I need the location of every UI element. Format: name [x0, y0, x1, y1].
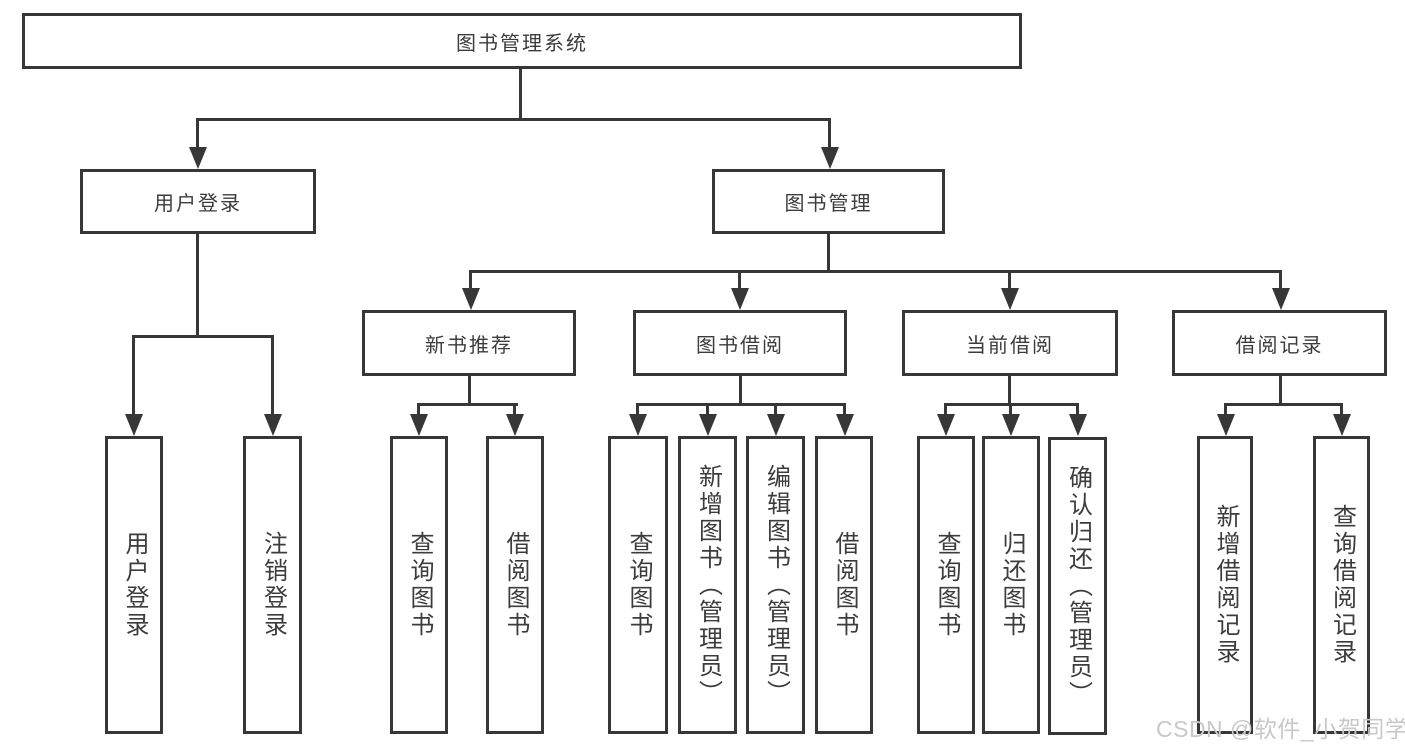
leaf-borrow-books-borrowing: 借阅图书 [815, 436, 873, 734]
leaf-query-books-current: 查询图书 [917, 436, 975, 734]
connector-line [271, 338, 274, 414]
node-user-login: 用户登录 [80, 169, 316, 234]
connector-line [944, 406, 947, 414]
leaf-label: 查询借阅记录 [1328, 504, 1356, 666]
connector-arrow [699, 414, 717, 436]
connector-line [1076, 406, 1079, 414]
connector-arrow [264, 414, 282, 436]
leaf-label: 确认归还（管理员） [1064, 464, 1092, 708]
node-book-borrowing: 图书借阅 [633, 310, 847, 376]
node-borrowing-records: 借阅记录 [1172, 310, 1387, 376]
leaf-borrow-books-recommend: 借阅图书 [486, 436, 544, 734]
connector-line [774, 406, 777, 414]
leaf-label: 注销登录 [259, 531, 287, 639]
connector-line [196, 121, 199, 147]
connector-line [417, 403, 518, 406]
connector-line [944, 403, 1079, 406]
leaf-confirm-return-admin: 确认归还（管理员） [1048, 437, 1107, 735]
connector-arrow [1333, 414, 1351, 436]
connector-arrow [629, 414, 647, 436]
node-book-management: 图书管理 [712, 169, 945, 234]
connector-arrow [731, 288, 749, 310]
connector-line [828, 121, 831, 147]
connector-line [469, 273, 472, 288]
connector-line [1008, 376, 1011, 403]
connector-line [519, 69, 522, 119]
connector-arrow [125, 414, 143, 436]
leaf-label: 归还图书 [998, 531, 1025, 639]
connector-line [636, 406, 639, 414]
connector-arrow [937, 414, 955, 436]
connector-arrow [1217, 414, 1235, 436]
connector-line [468, 376, 471, 403]
connector-line [196, 234, 199, 335]
leaf-query-borrow-record: 查询借阅记录 [1313, 436, 1370, 734]
connector-line [1008, 273, 1011, 288]
connector-arrow [189, 147, 207, 169]
connector-line [1279, 273, 1282, 288]
node-new-book-recommend: 新书推荐 [362, 310, 576, 376]
connector-arrow [1272, 288, 1290, 310]
leaf-query-books-recommend: 查询图书 [390, 436, 448, 734]
connector-line [843, 406, 846, 414]
connector-line [636, 403, 846, 406]
leaf-label: 借阅图书 [831, 531, 858, 639]
connector-line [738, 273, 741, 288]
connector-arrow [410, 414, 428, 436]
leaf-label: 查询图书 [406, 531, 433, 639]
connector-line [469, 270, 1282, 273]
connector-line [513, 406, 516, 414]
leaf-query-books-borrowing: 查询图书 [608, 436, 668, 734]
leaf-label: 新增图书（管理员） [694, 463, 722, 707]
leaf-label: 新增借阅记录 [1212, 504, 1239, 666]
connector-line [739, 376, 742, 403]
leaf-label: 用户登录 [121, 531, 148, 639]
connector-line [417, 406, 420, 414]
leaf-label: 查询图书 [625, 531, 652, 639]
connector-line [1224, 406, 1227, 414]
connector-arrow [1069, 414, 1087, 436]
connector-line [706, 406, 709, 414]
leaf-user-login: 用户登录 [105, 436, 163, 734]
leaf-logout: 注销登录 [243, 436, 302, 734]
leaf-label: 借阅图书 [502, 531, 529, 639]
connector-arrow [506, 414, 524, 436]
leaf-label: 编辑图书（管理员） [762, 463, 790, 707]
leaf-add-borrow-record: 新增借阅记录 [1197, 436, 1253, 734]
connector-line [1224, 403, 1343, 406]
connector-arrow [1001, 288, 1019, 310]
node-library-system: 图书管理系统 [22, 13, 1022, 69]
connector-line [132, 335, 274, 338]
leaf-add-books-admin: 新增图书（管理员） [678, 436, 737, 734]
leaf-label: 查询图书 [933, 531, 960, 639]
connector-arrow [767, 414, 785, 436]
connector-arrow [821, 147, 839, 169]
leaf-edit-books-admin: 编辑图书（管理员） [746, 436, 805, 734]
connector-line [1279, 376, 1282, 403]
connector-arrow [462, 288, 480, 310]
leaf-return-books: 归还图书 [982, 436, 1040, 734]
connector-line [827, 234, 830, 270]
connector-arrow [836, 414, 854, 436]
watermark: CSDN @软件_小贺同学 [1156, 716, 1405, 742]
connector-arrow [1002, 414, 1020, 436]
connector-line [1009, 406, 1012, 414]
connector-line [132, 338, 135, 414]
connector-line [196, 118, 831, 121]
connector-line [1340, 406, 1343, 414]
node-current-borrowing: 当前借阅 [902, 310, 1118, 376]
